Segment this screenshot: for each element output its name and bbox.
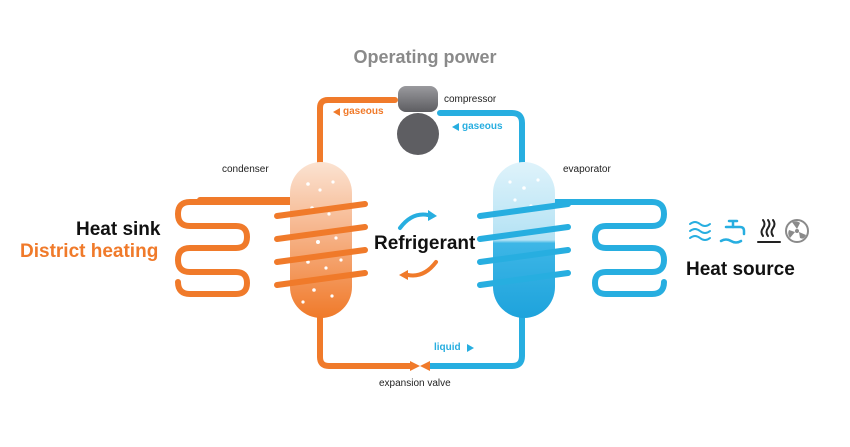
gaseous-right-arrow [452,123,459,131]
refrigerant-cycle-icon [398,210,438,280]
cold-gas-pipe [437,110,525,169]
evaporator-label: evaporator [563,164,611,175]
hot-liquid-pipe [317,307,413,369]
heat-sink-label: Heat sink [76,219,161,240]
condenser-label: condenser [222,164,269,175]
diagram-title: Operating power [353,47,497,67]
compressor-label: compressor [444,94,497,105]
cold-liquid-pipe [427,307,525,369]
gaseous-left-arrow [333,108,340,116]
evaporator-vessel [493,162,555,318]
fan-icon [785,219,809,243]
condenser-bubbles [300,180,343,304]
compressor-icon [397,86,439,155]
gaseous-right-label: gaseous [462,121,503,132]
heat-source-coil [542,199,667,297]
district-heating-label: District heating [20,241,159,262]
condenser-coil [274,201,368,288]
ground-heat-icon [757,219,781,243]
liquid-label: liquid [434,342,461,353]
evaporator-coil [477,201,571,288]
expansion-valve-icon [410,361,430,371]
heat-source-label: Heat source [686,259,795,280]
condenser-vessel [290,162,352,318]
air-waves-icon [689,221,711,241]
refrigerant-label: Refrigerant [374,233,476,254]
expansion-valve-label: expansion valve [379,378,451,389]
gaseous-left-label: gaseous [343,106,384,117]
liquid-arrow [467,344,474,352]
water-tap-icon [719,219,746,244]
hot-gas-pipe [317,97,398,169]
heat-sink-coil [175,197,299,297]
